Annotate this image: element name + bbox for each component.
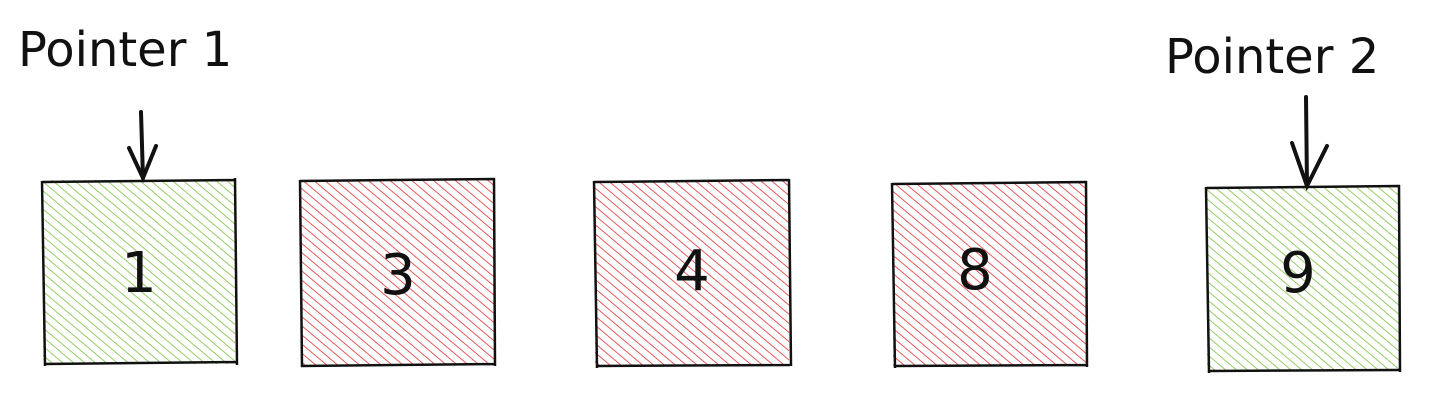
- cell-border: [592, 178, 793, 369]
- cell-border: [890, 180, 1089, 369]
- pointer-2: Pointer 2: [1165, 29, 1379, 192]
- cell-fill: [1207, 187, 1399, 371]
- cell-value: 4: [674, 239, 710, 304]
- cell-fill: [301, 180, 494, 365]
- array-cell: 1: [40, 177, 239, 367]
- array-cell: 3: [298, 177, 497, 368]
- cell-border: [40, 177, 239, 367]
- array-cell: 8: [890, 180, 1089, 369]
- array-cell: 9: [1204, 184, 1402, 374]
- pointer-1: Pointer 1: [18, 22, 232, 184]
- pointer-1-label: Pointer 1: [18, 22, 232, 78]
- cell-value: 9: [1280, 241, 1316, 306]
- cell-value: 8: [957, 238, 993, 303]
- cell-value: 3: [380, 243, 416, 308]
- cell-fill: [43, 180, 235, 364]
- cell-fill: [893, 183, 1086, 366]
- pointer-2-arrow: [1290, 95, 1329, 192]
- cell-border: [298, 177, 497, 368]
- cell-fill: [595, 181, 789, 366]
- cell-border: [1204, 184, 1402, 374]
- pointer-1-arrow: [127, 110, 158, 184]
- cell-value: 1: [121, 241, 157, 306]
- pointer-2-label: Pointer 2: [1165, 29, 1379, 85]
- array-cell: 4: [592, 178, 793, 369]
